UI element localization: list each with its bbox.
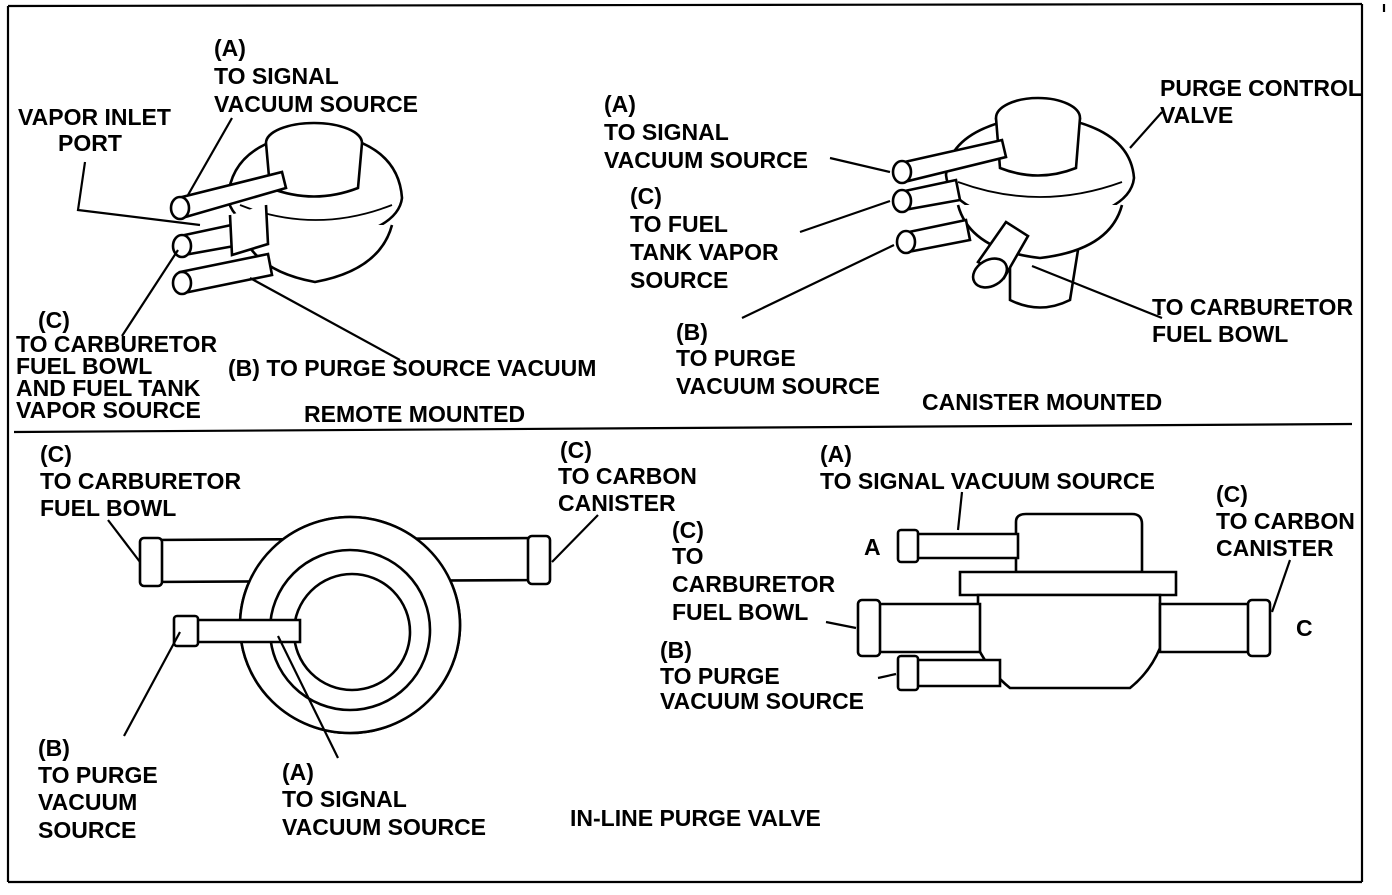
inline-right-leaders [825,491,1292,680]
canister-fuel-tank-label: (C) TO FUEL TANK VAPOR SOURCE [630,183,785,293]
remote-signal-label: (A) TO SIGNAL VACUUM SOURCE [214,35,418,117]
panel-divider [13,422,1353,434]
frame [6,2,1386,884]
inline-carbon-canister-label: (C) TO CARBON CANISTER [558,437,703,516]
inline-signal-label: (A) TO SIGNAL VACUUM SOURCE [282,759,486,840]
inline-valve-top-view [138,515,552,735]
inline-valve-side-view [856,512,1272,692]
inline-signal-right-label: (A) TO SIGNAL VACUUM SOURCE [820,441,1155,494]
canister-purge-label: (B) TO PURGE VACUUM SOURCE [676,319,880,399]
inline-carb-bowl-label: (C) TO CARBURETOR FUEL BOWL [40,441,247,521]
inline-purge-right-label: (B) TO PURGE VACUUM SOURCE [660,637,864,714]
inline-left-leaders [107,514,599,759]
port-c-label: C [1296,615,1313,641]
canister-signal-label: (A) TO SIGNAL VACUUM SOURCE [604,91,808,173]
remote-carb-bowl-label: (C) TO CARBURETOR FUEL BOWL AND FUEL TAN… [16,307,223,423]
inline-purge-label: (B) TO PURGE VACUUM SOURCE [38,735,164,843]
remote-vapor-inlet-label: VAPOR INLET PORT [18,104,177,156]
canister-leaders [741,111,1163,320]
canister-mounted-caption: CANISTER MOUNTED [922,389,1162,415]
canister-mounted-valve [891,96,1136,309]
purge-control-valve-label: PURGE CONTROL VALVE [1160,75,1368,128]
remote-mounted-caption: REMOTE MOUNTED [304,401,525,427]
inline-purge-valve-caption: IN-LINE PURGE VALVE [570,805,821,831]
port-a-label: A [864,534,881,560]
inline-carb-bowl-right-label: (C) TO CARBURETOR FUEL BOWL [672,517,842,625]
canister-carb-bowl-label: TO CARBURETOR FUEL BOWL [1152,294,1359,347]
remote-leaders [76,117,401,361]
remote-purge-label: (B) TO PURGE SOURCE VACUUM [228,355,596,381]
inline-carbon-canister-right-label: (C) TO CARBON CANISTER [1216,481,1361,561]
remote-mounted-valve [169,121,404,296]
